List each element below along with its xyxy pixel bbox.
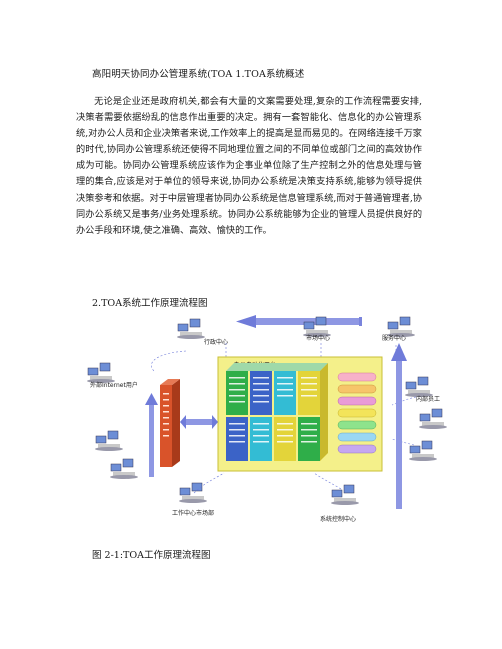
document-title: 高阳明天协同办公管理系统(TOA 1.TOA系统概述	[92, 69, 305, 80]
label-internal-staff: 内部员工	[416, 395, 440, 403]
firewall-block	[160, 379, 180, 467]
computer-icon	[179, 482, 207, 503]
computer-icon	[331, 484, 359, 505]
label-work-center-market: 工作中心市场部	[172, 509, 214, 517]
computer-icon	[177, 318, 205, 339]
computer-icon	[387, 316, 415, 337]
label-system-control: 系统控制中心	[320, 515, 356, 523]
toa-workflow-diagram: 行政中心 市场中心 服务中心 外部Internet用户 内部员工 工作中心市场部…	[76, 313, 448, 529]
label-market-center: 市场中心	[306, 334, 330, 342]
computer-icon	[303, 316, 331, 337]
computer-icon	[405, 376, 433, 397]
top-arrow	[236, 315, 362, 328]
computer-icon	[419, 408, 447, 429]
label-service-center: 服务中心	[382, 334, 406, 342]
computer-icon	[409, 440, 437, 461]
label-admin-center: 行政中心	[204, 338, 228, 346]
label-external-user: 外部Internet用户	[90, 381, 138, 389]
firewall-platform-arrow	[180, 415, 218, 429]
module-list	[337, 372, 377, 454]
computer-icon	[87, 362, 115, 383]
section-heading: 2.TOA系统工作原理流程图	[92, 298, 208, 309]
computer-icon	[110, 458, 138, 479]
right-vertical-arrow	[391, 343, 407, 509]
overview-paragraph: 无论是企业还是政府机关,都会有大量的文案需要处理,复杂的工作流程需要安排,决策者…	[76, 94, 422, 239]
figure-caption: 图 2-1:TOA工作原理流程图	[92, 550, 211, 561]
left-vertical-arrow	[145, 393, 158, 477]
computer-icon	[95, 430, 123, 451]
module-cube	[226, 363, 328, 461]
overview-paragraph-text: 无论是企业还是政府机关,都会有大量的文案需要处理,复杂的工作流程需要安排,决策者…	[76, 96, 422, 236]
